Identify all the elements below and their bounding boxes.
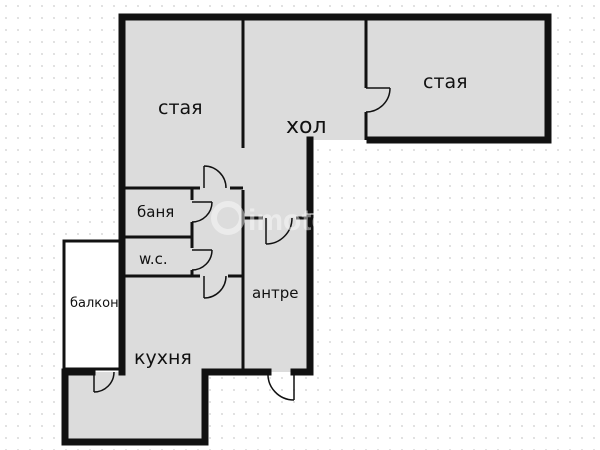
- watermark-sub: imoteka.bg: [344, 247, 403, 261]
- door-wc: [191, 249, 213, 271]
- door-bathroom: [191, 201, 213, 223]
- doors: [93, 87, 391, 401]
- door-left-room: [203, 165, 227, 189]
- door-balcony: [93, 371, 115, 393]
- door-kitchen: [203, 275, 227, 299]
- balcony-area: [62, 239, 124, 371]
- watermark-brand: imoteka: [248, 204, 362, 237]
- outer-walls: [61, 13, 552, 446]
- interior-walls: [122, 17, 368, 372]
- watermark-logo-icon: [211, 201, 245, 235]
- watermark: imoteka imoteka.bg: [206, 192, 446, 272]
- door-hall-main: [265, 217, 293, 245]
- door-entrance: [267, 371, 295, 401]
- door-right-room: [365, 87, 391, 113]
